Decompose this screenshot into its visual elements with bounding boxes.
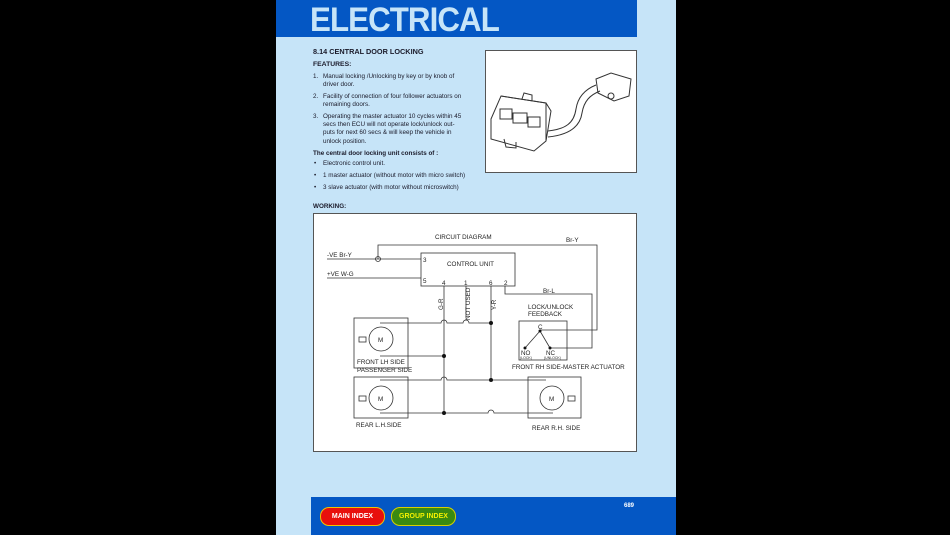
actuator-label: PASSENGER SIDE	[357, 367, 412, 374]
motor-label: M	[378, 337, 383, 344]
pin-label: 1	[464, 280, 468, 287]
header-band: ELECTRICAL	[276, 0, 637, 39]
motor-icon	[368, 326, 394, 352]
wire-label: NOT USED	[465, 287, 472, 320]
group-index-button[interactable]: GROUP INDEX	[391, 507, 456, 526]
switch-label: NC	[546, 350, 556, 357]
feature-text: Facility of connection of four follower …	[323, 93, 462, 100]
feature-text: puts for next 60 secs & will keep the ve…	[323, 129, 452, 137]
pin-label: 5	[423, 278, 427, 285]
neg-label: -VE Br-Y	[327, 252, 353, 259]
feature-text: Manual locking /Unlocking by key or by k…	[323, 73, 455, 80]
actuator-label: REAR R.H. SIDE	[532, 425, 580, 432]
bullet-icon: •	[314, 160, 317, 167]
bullet-icon: •	[314, 172, 317, 179]
wire-label: G-R	[438, 298, 445, 310]
manual-page: ELECTRICAL 8.14 CENTRAL DOOR LOCKING FEA…	[276, 0, 676, 535]
working-label: WORKING:	[313, 203, 347, 210]
motor-label: M	[378, 396, 383, 403]
motor-icon	[539, 385, 565, 411]
pos-label: +VE W-G	[327, 271, 354, 278]
wire-label: Y-R	[491, 299, 498, 310]
switch-label: NO	[521, 350, 531, 357]
pin-label: 6	[489, 280, 493, 287]
feature-text: Operating the master actuator 10 cycles …	[323, 113, 462, 120]
actuator-label: FRONT LH SIDE	[357, 359, 405, 366]
feature-number: 1.	[313, 73, 319, 80]
actuator-label: FRONT RH SIDE-MASTER ACTUATOR	[512, 364, 625, 371]
feature-text: secs then ECU will not operate lock/unlo…	[323, 121, 455, 129]
switch-label: (LOCK)	[520, 356, 532, 360]
page-number: 689	[624, 503, 635, 509]
ground-terminal	[375, 256, 381, 262]
consists-item: 1 master actuator (without motor with mi…	[323, 172, 466, 179]
feedback-label: FEEDBACK	[528, 311, 563, 318]
rear-lh-actuator	[353, 376, 409, 419]
page-title: ELECTRICAL	[310, 1, 500, 39]
feedback-label: LOCK/UNLOCK	[528, 304, 574, 311]
control-unit-box	[420, 252, 516, 287]
diagram-title: CIRCUIT DIAGRAM	[435, 234, 492, 241]
pin-label: 3	[423, 257, 427, 264]
consists-label: The central door locking unit consists o…	[313, 150, 439, 157]
feature-text: unlock position.	[323, 137, 367, 145]
consists-item: 3 slave actuator (with motor without mic…	[323, 184, 459, 191]
wire-label: Br-Y	[566, 237, 579, 244]
wires	[327, 244, 598, 414]
features-label: FEATURES:	[313, 61, 352, 68]
feature-text: driver door.	[323, 81, 355, 89]
consists-item: Electronic control unit.	[323, 160, 385, 167]
section-title: 8.14 CENTRAL DOOR LOCKING	[313, 47, 424, 56]
motor-label: M	[549, 396, 554, 403]
motor-icon	[368, 385, 394, 411]
feature-text: remaining doors.	[323, 101, 370, 109]
switch-label: C	[538, 324, 543, 331]
bullet-icon: •	[314, 184, 317, 191]
footer-band: MAIN INDEX GROUP INDEX 689	[311, 497, 676, 535]
wire-label: Br-L	[543, 288, 555, 295]
feature-number: 2.	[313, 93, 319, 100]
switch-label: (UNLOCK)	[544, 356, 561, 360]
front-lh-actuator	[353, 317, 409, 369]
pin-label: 4	[442, 280, 446, 287]
circuit-diagram: CIRCUIT DIAGRAM Br-Y -VE Br-Y +VE W-G CO…	[313, 213, 637, 452]
feature-number: 3.	[313, 113, 319, 120]
main-index-button[interactable]: MAIN INDEX	[320, 507, 385, 526]
pin-label: 2	[504, 280, 508, 287]
master-actuator	[518, 320, 568, 361]
actuator-photo	[485, 50, 637, 173]
control-unit-label: CONTROL UNIT	[447, 261, 494, 268]
rear-rh-actuator	[527, 376, 582, 419]
actuator-label: REAR L.H.SIDE	[356, 422, 402, 429]
